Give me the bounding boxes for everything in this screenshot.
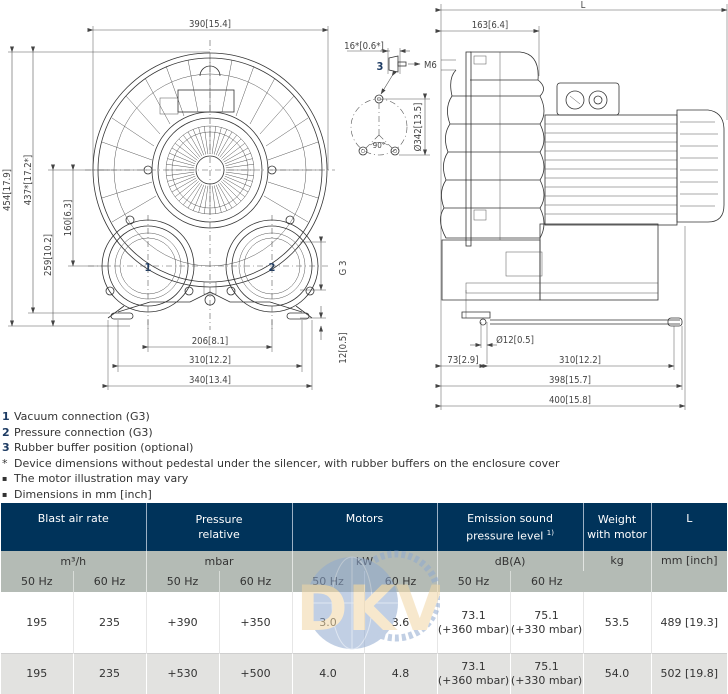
fan-spoke <box>216 129 227 155</box>
side-view: L 163[6.4] <box>440 0 727 410</box>
fan-spoke <box>221 139 241 159</box>
header-length: L <box>651 503 727 551</box>
dim-front-offset: 73[2.9] <box>447 355 478 366</box>
fan-spoke <box>193 129 204 155</box>
table-units-row: m³/h mbar kW dB(A) kg mm [inch] <box>1 551 727 571</box>
dim-length-L: L <box>581 0 586 11</box>
motor-cooling-fins <box>545 124 677 214</box>
fan-spoke <box>193 185 204 211</box>
technical-drawing: 390[15.4] 454[17.9] 437*[17.2*] 259[10.2… <box>0 0 728 410</box>
dim-base-length: 398[15.7] <box>549 375 591 386</box>
blower-fins <box>440 52 544 238</box>
note-item: ▪The motor illustration may vary <box>2 471 559 487</box>
note-item: ▪Dimensions in mm [inch] <box>2 487 559 503</box>
fan-spoke <box>179 181 199 201</box>
table-row: 195 235 +530 +500 4.0 4.8 73.1(+360 mbar… <box>1 654 727 694</box>
unit-sound: dB(A) <box>437 551 583 571</box>
buffer-thread: M6 <box>424 60 437 71</box>
unit-pressure: mbar <box>146 551 292 571</box>
dim-buffer-diameter: Ø342[13.5] <box>413 103 424 152</box>
dim-height-no-pedestal: 437*[17.2*] <box>23 155 34 206</box>
header-blast-air-rate: Blast air rate <box>1 503 146 551</box>
dim-port-spacing: 206[8.1] <box>192 336 229 347</box>
dim-center-height: 259[10.2] <box>43 234 54 276</box>
dim-width-top: 390[15.4] <box>189 19 231 30</box>
dim-base-width: 340[13.4] <box>189 375 231 386</box>
unit-power: kW <box>292 551 437 571</box>
dim-foot-spacing: 310[12.2] <box>189 355 231 366</box>
unit-length: mm [inch] <box>651 551 727 592</box>
dim-side-foot-spacing: 310[12.2] <box>559 355 601 366</box>
dim-port-offset: 160[6.3] <box>63 200 74 237</box>
fan-spoke <box>216 185 227 211</box>
fan-spoke <box>225 176 251 187</box>
header-motors: Motors <box>292 503 437 551</box>
unit-weight: kg <box>583 551 651 592</box>
dim-blower-depth: 163[6.4] <box>472 20 509 31</box>
dim-foot-height: 12[0.5] <box>338 332 349 363</box>
fan-spoke <box>179 139 199 159</box>
dim-buffer-offset: 16*[0.6*] <box>344 41 384 52</box>
buffer-label-3: 3 <box>377 60 384 73</box>
unit-air: m³/h <box>1 551 146 571</box>
buffer-angle: 90° <box>373 141 386 150</box>
dim-overall-depth: 400[15.8] <box>549 395 591 406</box>
dim-hole-diameter: Ø12[0.5] <box>496 335 534 346</box>
fan-spoke <box>169 153 195 164</box>
fan-spoke <box>221 181 241 201</box>
note-item: *Device dimensions without pedestal unde… <box>2 456 559 472</box>
dim-port-thread: G 3 <box>338 261 349 276</box>
fan-spoke <box>169 176 195 187</box>
front-view: 390[15.4] 454[17.9] 437*[17.2*] 259[10.2… <box>2 19 349 390</box>
fan-spoke <box>225 153 251 164</box>
table-row: 195 235 +390 +350 3.0 3.6 73.1(+360 mbar… <box>1 592 727 654</box>
dim-height-total: 454[17.9] <box>2 169 13 211</box>
rubber-buffer-detail: 16*[0.6*] 3 M6 90° Ø342[13.5] <box>344 41 437 155</box>
